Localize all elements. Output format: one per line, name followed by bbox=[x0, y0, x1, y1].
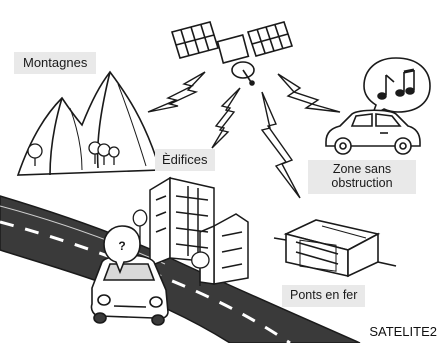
label-mountains: Montagnes bbox=[14, 52, 96, 74]
bridge-icon bbox=[274, 220, 396, 276]
figure-code: SATELITE2 bbox=[369, 324, 437, 339]
mountain-icon bbox=[18, 72, 160, 175]
label-open-area: Zone sans obstruction bbox=[308, 160, 416, 194]
music-bubble bbox=[364, 58, 430, 116]
label-buildings: Èdifices bbox=[155, 149, 215, 171]
label-open-area-line1: Zone sans bbox=[316, 163, 408, 177]
label-iron-bridge: Ponts en fer bbox=[282, 285, 365, 307]
question-mark-icon: ? bbox=[118, 239, 125, 253]
satellite-icon bbox=[172, 22, 292, 85]
label-open-area-line2: obstruction bbox=[316, 177, 408, 191]
car-icon bbox=[326, 110, 420, 154]
